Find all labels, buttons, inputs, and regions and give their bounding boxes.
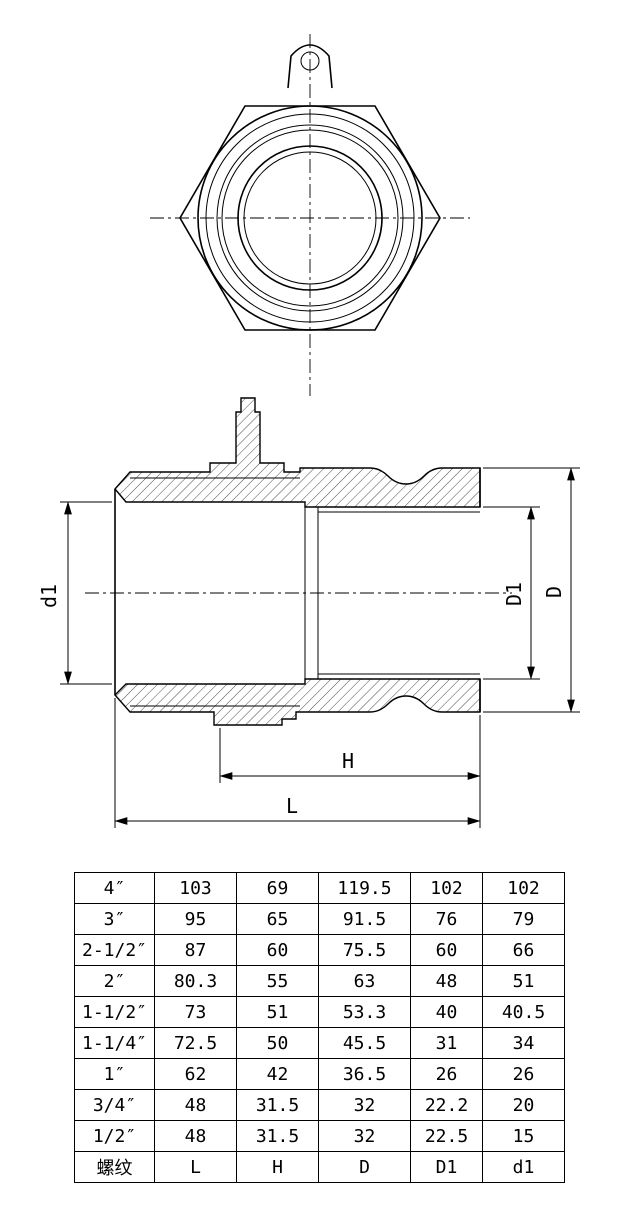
table-cell: 1/2″ (74, 1120, 155, 1152)
table-cell: 4″ (74, 872, 155, 904)
table-cell: 32 (318, 1089, 411, 1121)
table-cell: 15 (482, 1120, 565, 1152)
table-cell: D1 (410, 1151, 483, 1183)
table-cell: 26 (410, 1058, 483, 1090)
table-cell: 31 (410, 1027, 483, 1059)
table-cell: D (318, 1151, 411, 1183)
table-cell: 60 (236, 934, 319, 966)
table-cell: 40.5 (482, 996, 565, 1028)
table-cell: 119.5 (318, 872, 411, 904)
table-cell: 53.3 (318, 996, 411, 1028)
table-cell: L (154, 1151, 237, 1183)
table-cell: 31.5 (236, 1089, 319, 1121)
bore-circle (237, 145, 383, 291)
table-cell: 45.5 (318, 1027, 411, 1059)
table-cell: 76 (410, 903, 483, 935)
dim-label-D: D (542, 586, 566, 598)
table-cell: 1″ (74, 1058, 155, 1090)
table-cell: 69 (236, 872, 319, 904)
dim-label-H: H (342, 749, 354, 773)
table-cell: 51 (482, 965, 565, 997)
table-cell: H (236, 1151, 319, 1183)
side-section-view (85, 397, 512, 726)
table-cell: 91.5 (318, 903, 411, 935)
dim-label-D1: D1 (502, 582, 526, 606)
lug-hole (300, 51, 320, 71)
circle-4 (221, 129, 399, 307)
table-cell: 50 (236, 1027, 319, 1059)
table-cell: 1-1/4″ (74, 1027, 155, 1059)
table-cell: 1-1/2″ (74, 996, 155, 1028)
mounting-lug (287, 44, 333, 89)
dim-label-L: L (286, 794, 298, 818)
table-cell: 螺纹 (74, 1151, 155, 1183)
table-cell: 36.5 (318, 1058, 411, 1090)
table-cell: 102 (482, 872, 565, 904)
table-cell: 65 (236, 903, 319, 935)
front-view (150, 34, 470, 396)
table-cell: 20 (482, 1089, 565, 1121)
table-cell: 48 (154, 1120, 237, 1152)
table-cell: 22.2 (410, 1089, 483, 1121)
technical-drawing: d1 D1 D H L (37, 34, 580, 828)
table-cell: 72.5 (154, 1027, 237, 1059)
hexagon-outline (179, 105, 441, 331)
table-cell: 26 (482, 1058, 565, 1090)
table-cell: 34 (482, 1027, 565, 1059)
dimension-L: L (114, 698, 481, 828)
table-cell: 48 (154, 1089, 237, 1121)
table-cell: 55 (236, 965, 319, 997)
dimension-D1: D1 (483, 506, 540, 680)
dimension-d1: d1 (37, 501, 112, 685)
table-cell: 42 (236, 1058, 319, 1090)
table-cell: 51 (236, 996, 319, 1028)
table-cell: 3/4″ (74, 1089, 155, 1121)
table-cell: 62 (154, 1058, 237, 1090)
table-cell: d1 (482, 1151, 565, 1183)
table-cell: 31.5 (236, 1120, 319, 1152)
table-cell: 2″ (74, 965, 155, 997)
table-cell: 103 (154, 872, 237, 904)
table-cell: 48 (410, 965, 483, 997)
table-cell: 2-1/2″ (74, 934, 155, 966)
table-cell: 75.5 (318, 934, 411, 966)
table-cell: 87 (154, 934, 237, 966)
bore-inner-circle (243, 151, 377, 285)
table-cell: 79 (482, 903, 565, 935)
table-cell: 73 (154, 996, 237, 1028)
table-cell: 60 (410, 934, 483, 966)
circle-3 (216, 124, 404, 312)
table-cell: 63 (318, 965, 411, 997)
circle-2 (205, 113, 415, 323)
dimension-H: H (219, 715, 481, 783)
table-cell: 95 (154, 903, 237, 935)
table-cell: 40 (410, 996, 483, 1028)
table-cell: 102 (410, 872, 483, 904)
section-top-wall (114, 397, 481, 508)
table-cell: 66 (482, 934, 565, 966)
table-cell: 80.3 (154, 965, 237, 997)
dimension-D: D (483, 467, 580, 713)
table-cell: 3″ (74, 903, 155, 935)
table-cell: 32 (318, 1120, 411, 1152)
outer-circle (197, 105, 423, 331)
dim-label-d1: d1 (37, 584, 61, 608)
table-cell: 22.5 (410, 1120, 483, 1152)
section-bottom-wall (114, 678, 481, 726)
